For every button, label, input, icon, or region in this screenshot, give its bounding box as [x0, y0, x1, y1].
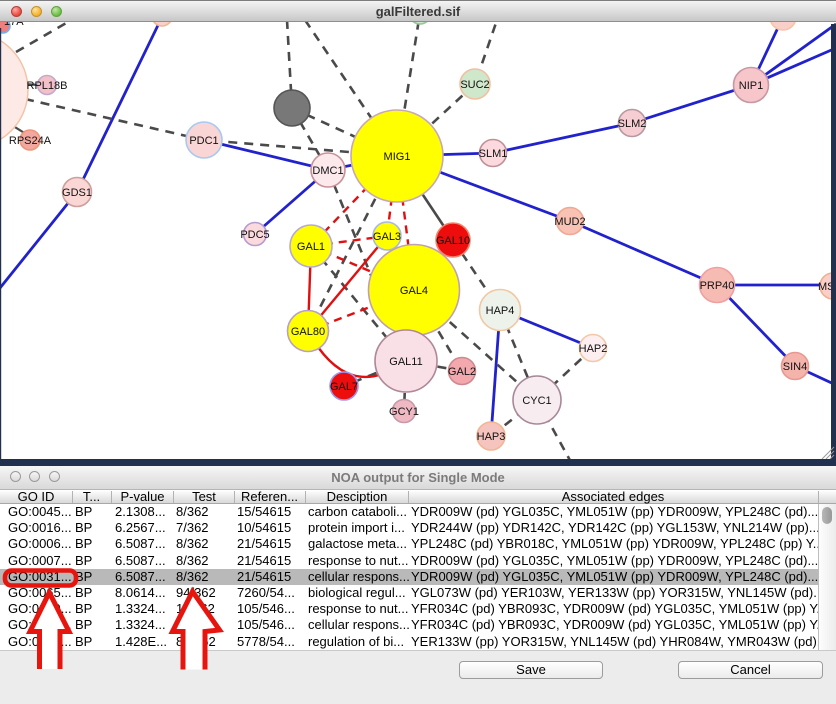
svg-text:RPL18B: RPL18B	[27, 80, 68, 92]
svg-text:PRP40: PRP40	[700, 280, 735, 292]
svg-text:GAL1: GAL1	[297, 241, 325, 253]
svg-text:SLM1: SLM1	[479, 148, 508, 160]
svg-text:MIG1: MIG1	[384, 151, 411, 163]
svg-text:PDC1: PDC1	[189, 135, 218, 147]
svg-text:GAL3: GAL3	[373, 231, 401, 243]
svg-text:GAL7: GAL7	[330, 381, 358, 393]
svg-text:RPS24A: RPS24A	[9, 135, 52, 147]
svg-text:HAP2: HAP2	[579, 343, 608, 355]
svg-text:HAP3: HAP3	[477, 431, 506, 443]
svg-text:17A: 17A	[4, 22, 24, 28]
svg-text:GCY1: GCY1	[389, 406, 419, 418]
svg-text:GAL4: GAL4	[400, 285, 428, 297]
svg-text:GAL10: GAL10	[436, 235, 470, 247]
svg-text:SLM2: SLM2	[618, 118, 647, 130]
svg-text:GAL2: GAL2	[448, 366, 476, 378]
svg-text:GDS1: GDS1	[62, 187, 92, 199]
svg-text:GAL80: GAL80	[291, 326, 325, 338]
svg-text:GAL11: GAL11	[389, 356, 422, 368]
svg-text:SIN4: SIN4	[783, 361, 807, 373]
svg-text:CYC1: CYC1	[522, 395, 551, 407]
svg-text:HAP4: HAP4	[486, 305, 515, 317]
svg-text:SUC2: SUC2	[460, 79, 489, 91]
svg-text:MUD2: MUD2	[554, 216, 585, 228]
svg-text:DMC1: DMC1	[312, 165, 343, 177]
svg-text:PDC5: PDC5	[240, 229, 269, 241]
svg-text:NIP1: NIP1	[739, 80, 763, 92]
